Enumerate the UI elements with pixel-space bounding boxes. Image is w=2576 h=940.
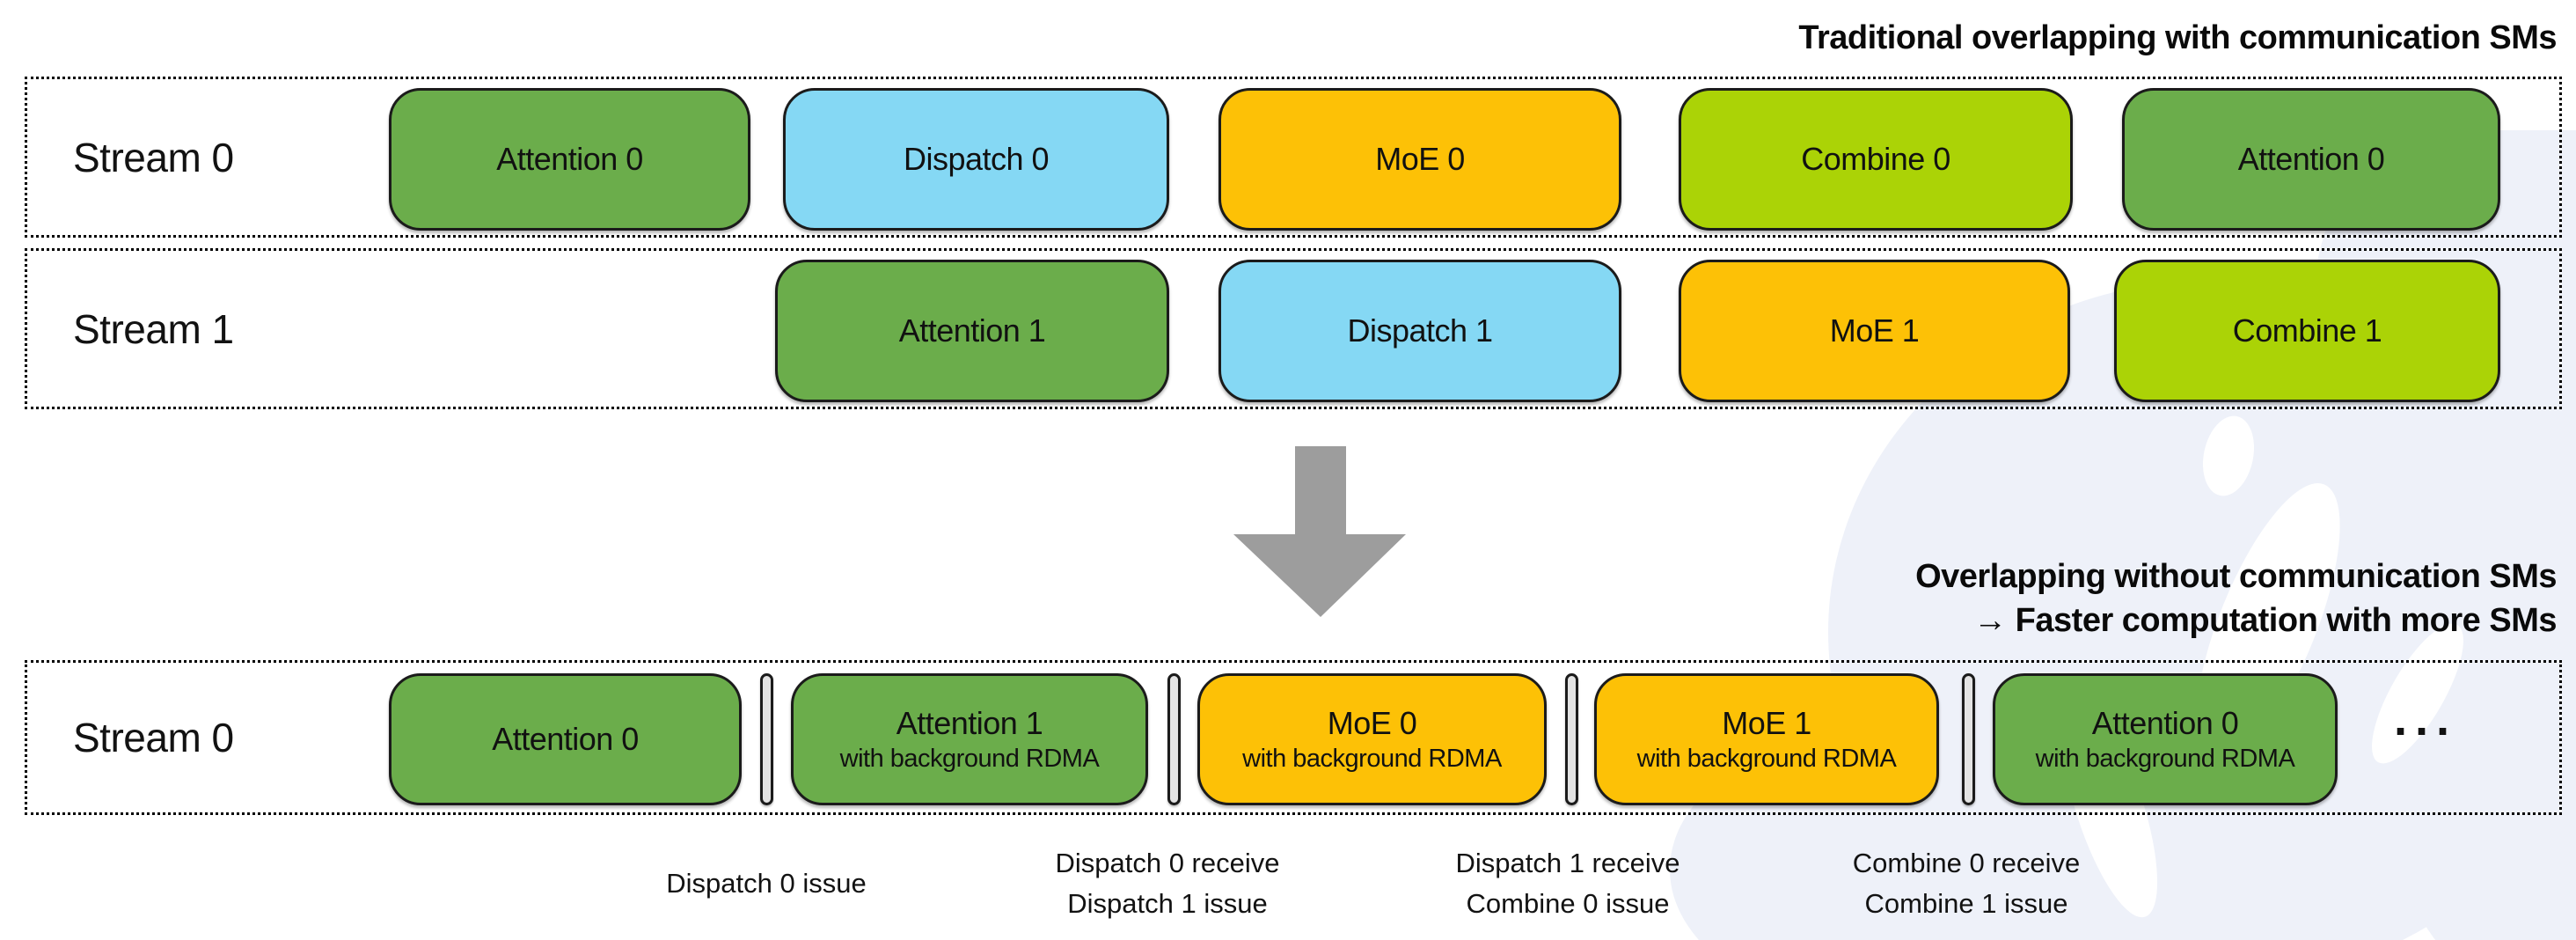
block-label: Combine 1 — [2232, 312, 2382, 349]
moe-block: MoE 0 with background RDMA — [1197, 673, 1547, 805]
bottom-caption-line1: Overlapping without communication SMs — [1915, 558, 2557, 595]
sync-annotation-line: Dispatch 0 receive — [1055, 848, 1280, 878]
attention-block: Attention 1 with background RDMA — [791, 673, 1148, 805]
block-label: Attention 0 — [2091, 705, 2239, 741]
sync-separator-pill — [1167, 673, 1181, 805]
block-label: Dispatch 0 — [903, 141, 1050, 177]
down-arrow-icon — [1233, 446, 1406, 617]
block-label: Combine 0 — [1801, 141, 1950, 177]
block-label: Attention 0 — [492, 721, 639, 757]
moe-block: MoE 1 with background RDMA — [1594, 673, 1939, 805]
block-label: Dispatch 1 — [1347, 312, 1493, 349]
attention-block: Attention 1 — [775, 260, 1169, 402]
block-label: Attention 0 — [496, 141, 643, 177]
combine-block: Combine 0 — [1679, 88, 2073, 231]
block-label: Attention 1 — [896, 705, 1043, 741]
dispatch-block: Dispatch 1 — [1218, 260, 1621, 402]
block-sublabel: with background RDMA — [1242, 745, 1502, 773]
stream-0-box-traditional: Stream 0 Attention 0 Dispatch 0 MoE 0 Combin… — [25, 77, 2562, 238]
dispatch-block: Dispatch 0 — [783, 88, 1169, 231]
attention-block: Attention 0 — [389, 88, 750, 231]
attention-block: Attention 0 — [389, 673, 742, 805]
block-label: Attention 1 — [898, 312, 1046, 349]
sync-annotation-line: Combine 1 issue — [1864, 888, 2068, 919]
sync-separator-pill — [1962, 673, 1975, 805]
sync-annotation-line: Dispatch 1 receive — [1455, 848, 1680, 878]
sync-separator-pill — [1565, 673, 1578, 805]
block-label: MoE 1 — [1829, 312, 1920, 349]
sync-annotation-line: Dispatch 1 issue — [1067, 888, 1268, 919]
top-caption-text: Traditional overlapping with communicati… — [1798, 19, 2557, 56]
block-sublabel: with background RDMA — [839, 745, 1100, 773]
continuation-ellipsis: ··· — [2394, 705, 2457, 758]
combine-block: Combine 1 — [2114, 260, 2500, 402]
moe-block: MoE 0 — [1218, 88, 1621, 231]
sync-separator-pill — [760, 673, 773, 805]
moe-block: MoE 1 — [1679, 260, 2070, 402]
stream-label-bottom-stream-0: Stream 0 — [73, 715, 234, 760]
stream-0-box-overlapped: Stream 0 Attention 0 Attention 1 with backg… — [25, 660, 2562, 815]
sync-annotation-line: Combine 0 receive — [1852, 848, 2081, 878]
block-label: MoE 0 — [1327, 705, 1417, 741]
block-sublabel: with background RDMA — [1636, 745, 1897, 773]
bottom-caption-line2: → Faster computation with more SMs — [1973, 602, 2557, 639]
attention-block: Attention 0 with background RDMA — [1993, 673, 2338, 805]
stream-label-top-stream-0: Stream 0 — [73, 134, 234, 180]
stream-label-top-stream-1: Stream 1 — [73, 305, 234, 352]
block-sublabel: with background RDMA — [2035, 745, 2295, 773]
top-caption: Traditional overlapping with communicati… — [1798, 16, 2557, 60]
sync-annotation-line: Dispatch 0 issue — [666, 868, 867, 899]
block-label: Attention 0 — [2237, 141, 2385, 177]
stream-1-box-traditional: Stream 1 Attention 1 Dispatch 1 MoE 1 Combin… — [25, 248, 2562, 409]
block-label: MoE 1 — [1722, 705, 1811, 741]
sync-annotation: Dispatch 0 issue — [564, 833, 969, 935]
attention-block: Attention 0 — [2122, 88, 2500, 231]
sync-annotation-line: Combine 0 issue — [1466, 888, 1670, 919]
bottom-caption: Overlapping without communication SMs → … — [1915, 554, 2557, 643]
block-label: MoE 0 — [1375, 141, 1465, 177]
